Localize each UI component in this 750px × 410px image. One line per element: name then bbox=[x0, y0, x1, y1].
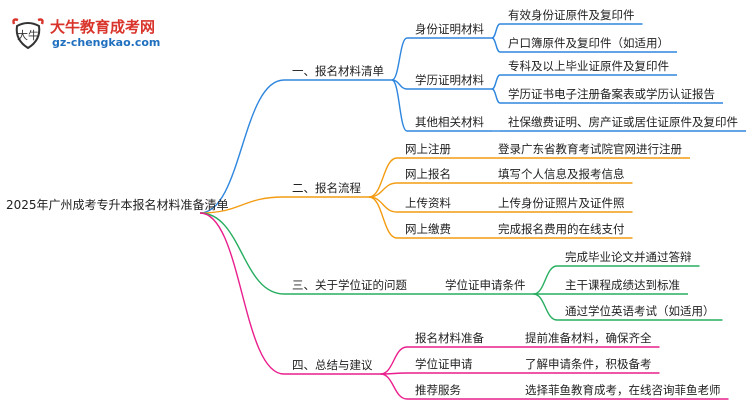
sub-connector bbox=[380, 373, 408, 400]
leaf-topic: 专科及以上毕业证原件及复印件 bbox=[508, 59, 669, 73]
site-logo[interactable]: 大牛 大牛教育成考网 gz-chengkao.com bbox=[8, 14, 198, 54]
svg-text:大牛: 大牛 bbox=[17, 28, 39, 42]
subtopic: 网上注册 bbox=[405, 142, 451, 156]
leaf-topic: 上传身份证照片及证件照 bbox=[498, 196, 625, 210]
root-connector bbox=[199, 212, 285, 295]
root-topic: 2025年广州成考专升本报名材料准备清单 bbox=[6, 198, 229, 212]
subtopic: 学历证明材料 bbox=[415, 73, 484, 87]
leaf-topic: 完成毕业论文并通过答辩 bbox=[565, 250, 692, 264]
sub-connector bbox=[391, 79, 408, 132]
leaf-topic: 通过学位英语考试（如适用） bbox=[565, 304, 715, 318]
leaf-topic: 社保缴费证明、房产证或居住证原件及复印件 bbox=[508, 115, 738, 129]
leaf-topic: 学历证书电子注册备案表或学历认证报告 bbox=[508, 87, 715, 101]
leaf-connector bbox=[533, 265, 558, 295]
leaf-topic: 登录广东省教育考试院官网进行注册 bbox=[498, 142, 682, 156]
leaf-connector bbox=[491, 37, 501, 53]
branch-topic: 三、关于学位证的问题 bbox=[292, 278, 407, 292]
subtopic: 学位证申请 bbox=[415, 357, 473, 371]
sub-connector bbox=[380, 346, 408, 375]
root-connector bbox=[199, 212, 285, 375]
logo-url: gz-chengkao.com bbox=[52, 36, 161, 49]
subtopic: 网上缴费 bbox=[405, 222, 451, 236]
subtopic: 其他相关材料 bbox=[415, 115, 484, 129]
leaf-connector bbox=[491, 88, 501, 104]
leaf-topic: 提前准备材料，确保齐全 bbox=[525, 331, 652, 345]
sub-connector bbox=[368, 196, 398, 239]
leaf-topic: 主干课程成绩达到标准 bbox=[565, 278, 680, 292]
branch-topic: 二、报名流程 bbox=[292, 181, 361, 195]
leaf-connector bbox=[491, 74, 501, 90]
leaf-connector bbox=[533, 293, 558, 321]
subtopic: 网上报名 bbox=[405, 167, 451, 181]
subtopic: 上传资料 bbox=[405, 196, 451, 210]
leaf-topic: 有效身份证原件及复印件 bbox=[508, 8, 635, 22]
branch-topic: 四、总结与建议 bbox=[292, 358, 373, 372]
sub-connector bbox=[391, 37, 408, 81]
bull-logo-icon: 大牛 bbox=[12, 18, 44, 50]
subtopic: 推荐服务 bbox=[415, 383, 461, 397]
root-connector bbox=[199, 196, 285, 214]
subtopic: 学位证申请条件 bbox=[445, 278, 526, 292]
leaf-topic: 选择菲鱼教育成考，在线咨询菲鱼老师 bbox=[525, 383, 721, 397]
leaf-topic: 了解申请条件，积极备考 bbox=[525, 357, 652, 371]
leaf-topic: 完成报名费用的在线支付 bbox=[498, 222, 625, 236]
root-connector bbox=[199, 79, 285, 214]
subtopic: 报名材料准备 bbox=[415, 331, 484, 345]
branch-topic: 一、报名材料清单 bbox=[292, 64, 384, 78]
logo-name: 大牛教育成考网 bbox=[50, 18, 156, 36]
subtopic: 身份证明材料 bbox=[415, 22, 484, 36]
leaf-connector bbox=[491, 23, 501, 39]
leaf-topic: 填写个人信息及报考信息 bbox=[498, 167, 625, 181]
leaf-topic: 户口簿原件及复印件（如适用） bbox=[508, 36, 669, 50]
sub-connector bbox=[368, 157, 398, 198]
